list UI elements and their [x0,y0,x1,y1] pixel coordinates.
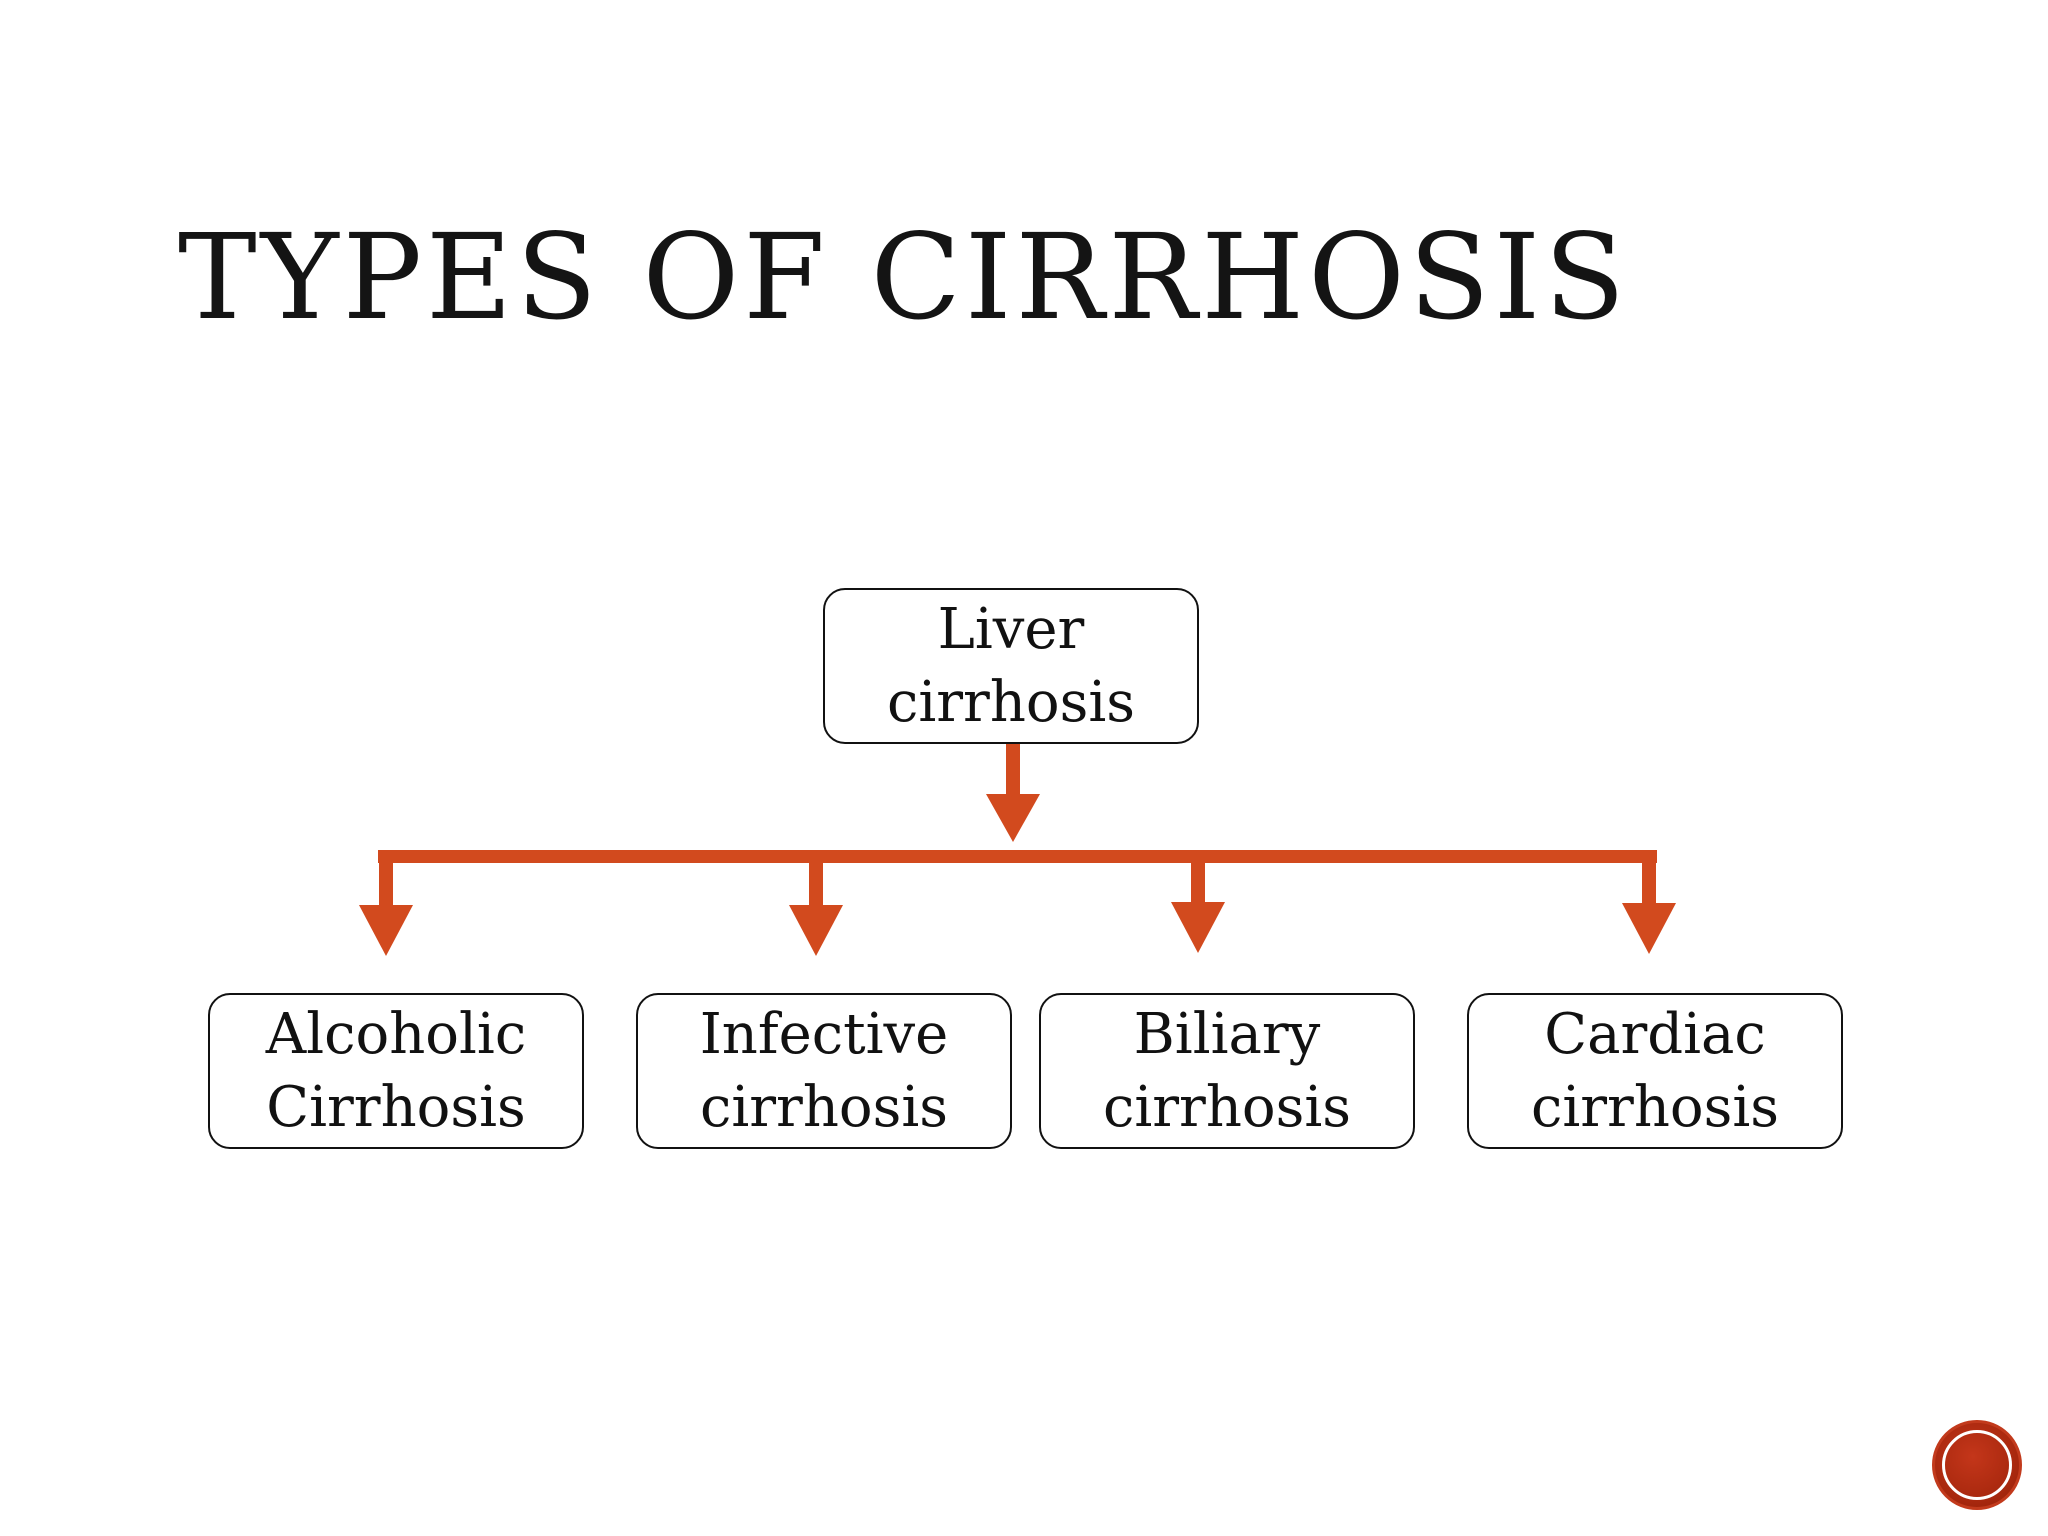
branch-arrow-shaft-1 [379,850,393,908]
node-label-line1: Liver [937,597,1085,662]
branch-arrow-shaft-2 [809,850,823,908]
root-arrow-head [986,794,1040,842]
node-label-line2: cirrhosis [1531,1075,1779,1140]
root-arrow-shaft [1006,742,1020,802]
node-liver-cirrhosis: Liver cirrhosis [823,588,1199,744]
node-label-line2: cirrhosis [1103,1075,1351,1140]
branch-arrow-head-2 [789,905,843,956]
branch-arrow-head-1 [359,905,413,956]
branch-arrow-head-4 [1622,903,1676,954]
branch-arrow-shaft-4 [1642,850,1656,908]
node-alcoholic-cirrhosis: Alcoholic Cirrhosis [208,993,584,1149]
badge-ring [1942,1430,2012,1500]
node-label-line1: Infective [699,1002,949,1067]
node-label-line2: cirrhosis [700,1075,948,1140]
node-label-line2: cirrhosis [887,670,1135,735]
node-label-line1: Biliary [1133,1002,1321,1067]
branch-arrow-head-3 [1171,902,1225,953]
node-label-line2: Cirrhosis [266,1075,526,1140]
branch-arrow-shaft-3 [1191,850,1205,906]
node-infective-cirrhosis: Infective cirrhosis [636,993,1012,1149]
node-label-line1: Cardiac [1544,1002,1766,1067]
slide-badge-icon [1932,1420,2022,1510]
branch-bar [378,850,1657,863]
node-cardiac-cirrhosis: Cardiac cirrhosis [1467,993,1843,1149]
slide-title: TYPES OF CIRRHOSIS [178,208,1630,346]
node-biliary-cirrhosis: Biliary cirrhosis [1039,993,1415,1149]
node-label-line1: Alcoholic [265,1002,527,1067]
